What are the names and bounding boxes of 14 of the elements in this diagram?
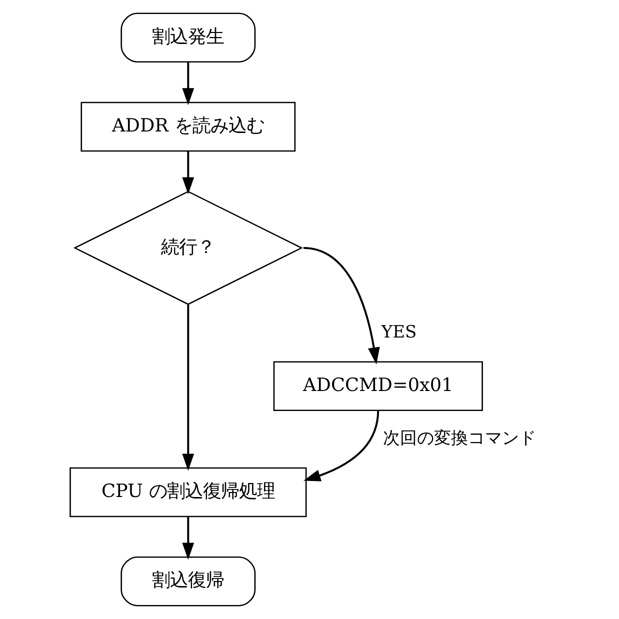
node-box: 割込復帰	[120, 556, 256, 606]
node-diamond: 続行？	[72, 190, 302, 305]
arrow	[302, 246, 380, 365]
arrow	[182, 516, 194, 560]
node-box: CPU の割込復帰処理	[69, 467, 306, 518]
edge-label: YES	[380, 322, 416, 343]
arrow	[182, 62, 194, 106]
arrow	[302, 410, 379, 482]
edge-label: 次回の変換コマンド	[382, 428, 536, 449]
arrow	[182, 151, 194, 194]
node-box: 割込発生	[120, 12, 256, 63]
node-box: ADCCMD=0x01	[272, 361, 482, 412]
node-box: ADDR を読み込む	[80, 102, 296, 152]
arrow	[182, 304, 194, 471]
